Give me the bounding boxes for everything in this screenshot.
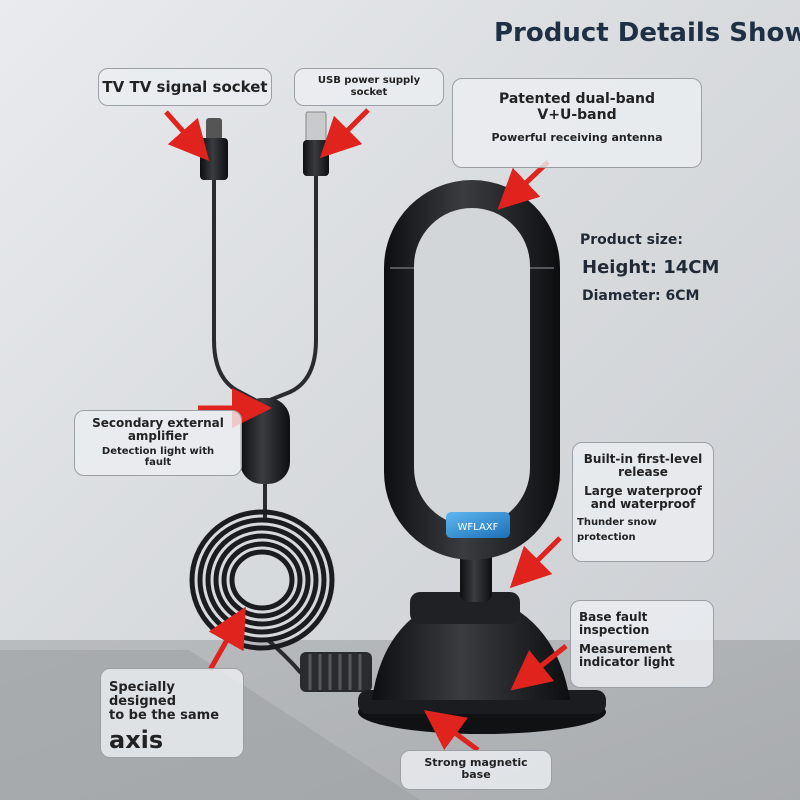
amplifier-body [240, 398, 290, 484]
label-secondary-amplifier: Secondary external amplifier Detection l… [74, 410, 242, 476]
page-title: Product Details Show [494, 18, 800, 48]
brand-logo-text: WFLAXF [458, 522, 499, 533]
antenna-base [358, 592, 606, 734]
label-tv-signal-socket: TV TV signal socket [98, 68, 272, 106]
callout-arrows [164, 108, 568, 753]
usb-plug [303, 111, 329, 176]
antenna-stem [460, 546, 492, 602]
product-size-heading: Product size: [580, 232, 684, 248]
label-dual-band-antenna: Patented dual-band V+U-band Powerful rec… [452, 78, 702, 168]
product-size-height: Height: 14CM [582, 257, 720, 278]
label-base-fault: Base fault inspection Measurement indica… [570, 600, 714, 688]
label-usb-power-socket: USB power supply socket [294, 68, 444, 106]
brand-badge [446, 512, 510, 538]
product-size-diameter: Diameter: 6CM [582, 288, 700, 304]
f-connector [300, 652, 372, 692]
loop-antenna [384, 180, 560, 560]
label-magnetic-base: Strong magnetic base [400, 750, 552, 790]
tv-plug [200, 118, 228, 180]
label-same-axis: Specially designed to be the same axis [100, 668, 244, 758]
label-release-waterproof: Built-in first-level release Large water… [572, 442, 714, 562]
coiled-cable [189, 509, 335, 651]
